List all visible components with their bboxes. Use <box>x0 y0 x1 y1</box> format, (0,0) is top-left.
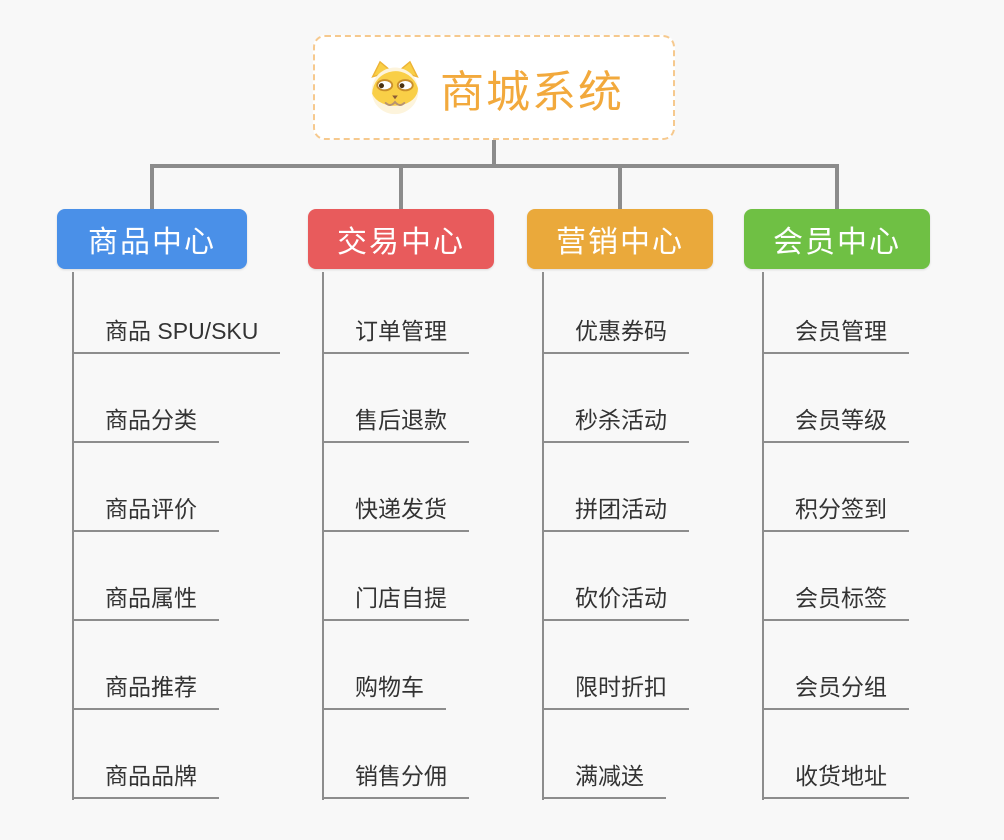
leaf-node[interactable]: 限时折扣 <box>542 662 689 710</box>
connector-drop-members <box>835 164 839 210</box>
leaf-node[interactable]: 订单管理 <box>322 306 469 354</box>
leaf-node[interactable]: 秒杀活动 <box>542 395 689 443</box>
connector-root-stub <box>492 139 496 168</box>
branch-label: 会员中心 <box>773 226 901 259</box>
branch-label: 商品中心 <box>88 226 216 259</box>
connector-drop-marketing <box>618 164 622 210</box>
leaf-node[interactable]: 积分签到 <box>762 484 909 532</box>
connector-drop-products <box>150 164 154 210</box>
dog-face-icon <box>371 60 419 114</box>
leaf-node[interactable]: 砍价活动 <box>542 573 689 621</box>
branch-node-member-center[interactable]: 会员中心 <box>744 209 930 269</box>
root-node-mall-system[interactable]: 商城系统 <box>313 35 675 140</box>
leaf-node[interactable]: 满减送 <box>542 751 666 799</box>
connector-trunk-trade <box>322 272 324 800</box>
leaf-node[interactable]: 收货地址 <box>762 751 909 799</box>
leaf-node[interactable]: 商品分类 <box>72 395 219 443</box>
leaf-node[interactable]: 会员管理 <box>762 306 909 354</box>
connector-trunk-marketing <box>542 272 544 800</box>
root-title: 商城系统 <box>440 67 624 117</box>
leaf-node[interactable]: 商品属性 <box>72 573 219 621</box>
leaf-node[interactable]: 会员等级 <box>762 395 909 443</box>
branch-node-marketing-center[interactable]: 营销中心 <box>527 209 713 269</box>
leaf-node[interactable]: 商品品牌 <box>72 751 219 799</box>
leaf-node[interactable]: 快递发货 <box>322 484 469 532</box>
branch-label: 营销中心 <box>556 226 684 259</box>
connector-trunk-members <box>762 272 764 800</box>
branch-label: 交易中心 <box>337 226 465 259</box>
leaf-node[interactable]: 会员标签 <box>762 573 909 621</box>
leaf-node[interactable]: 拼团活动 <box>542 484 689 532</box>
leaf-node[interactable]: 售后退款 <box>322 395 469 443</box>
leaf-node[interactable]: 商品推荐 <box>72 662 219 710</box>
leaf-node[interactable]: 门店自提 <box>322 573 469 621</box>
leaf-node[interactable]: 优惠券码 <box>542 306 689 354</box>
leaf-node[interactable]: 购物车 <box>322 662 446 710</box>
branch-node-product-center[interactable]: 商品中心 <box>57 209 247 269</box>
connector-drop-trade <box>399 164 403 210</box>
leaf-node[interactable]: 商品评价 <box>72 484 219 532</box>
connector-rail <box>150 164 839 168</box>
branch-node-trade-center[interactable]: 交易中心 <box>308 209 494 269</box>
leaf-node[interactable]: 商品 SPU/SKU <box>72 306 281 354</box>
leaf-node[interactable]: 会员分组 <box>762 662 909 710</box>
leaf-node[interactable]: 销售分佣 <box>322 751 469 799</box>
connector-trunk-products <box>72 272 74 800</box>
